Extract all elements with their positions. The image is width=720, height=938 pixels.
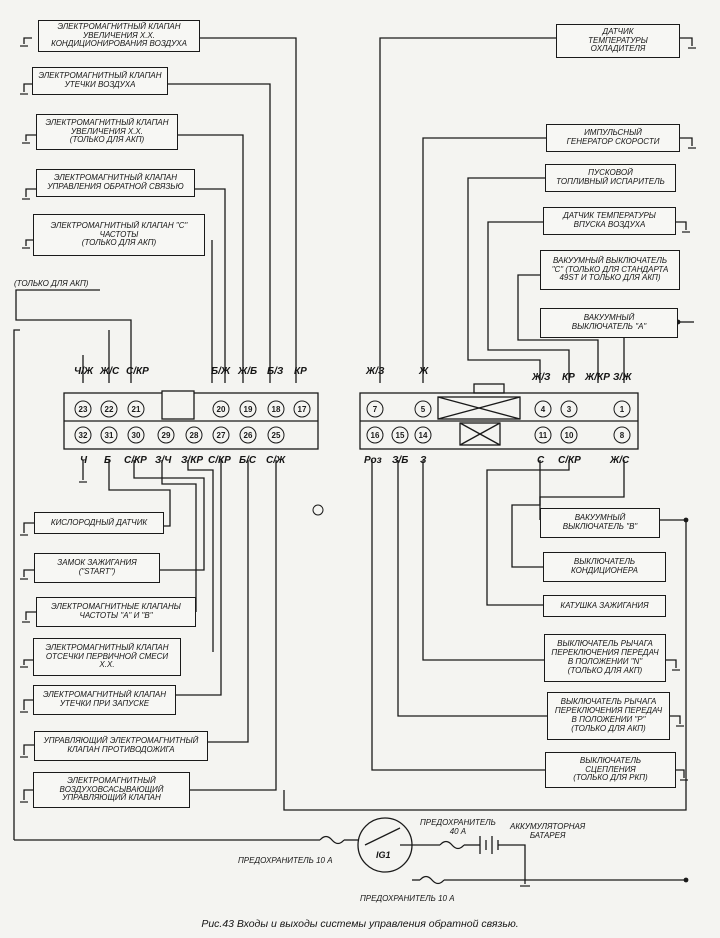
left-top-pin: 19 [244, 405, 253, 414]
fuse-40-label: ПРЕДОХРАНИТЕЛЬ 40 A [420, 818, 496, 836]
rc-bottom-label: С/КР [558, 455, 581, 466]
left-bottom-pin: 27 [217, 431, 226, 440]
left-bottom-pin: 32 [79, 431, 88, 440]
right-top-pin: 5 [421, 405, 426, 414]
air-leak-valve-box: ЭЛЕКТРОМАГНИТНЫЙ КЛАПАН УТЕЧКИ ВОЗДУХА [32, 67, 168, 95]
start-leak-valve-box: ЭЛЕКТРОМАГНИТНЫЙ КЛАПАН УТЕЧКИ ПРИ ЗАПУС… [33, 685, 176, 715]
freq-valve-c-box: ЭЛЕКТРОМАГНИТНЫЙ КЛАПАН "С" ЧАСТОТЫ (ТОЛ… [33, 214, 205, 256]
left-top-pin: 17 [298, 405, 307, 414]
battery-label: АККУМУЛЯТОРНАЯ БАТАРЕЯ [510, 822, 586, 840]
rc-bottom-label: Роз [364, 455, 382, 466]
ig1-label: IG1 [376, 850, 391, 860]
lc-top-label: С/КР [126, 366, 149, 377]
anti-afterburn-valve-box: УПРАВЛЯЮЩИЙ ЭЛЕКТРОМАГНИТНЫЙ КЛАПАН ПРОТ… [34, 731, 208, 761]
speed-pulse-generator-box: ИМПУЛЬСНЫЙ ГЕНЕРАТОР СКОРОСТИ [546, 124, 680, 152]
rc-bottom-label: С [537, 455, 545, 466]
left-top-pin: 23 [79, 405, 88, 414]
vacuum-switch-b-box: ВАКУУМНЫЙ ВЫКЛЮЧАТЕЛЬ "В" [540, 508, 660, 538]
right-bottom-pin: 16 [371, 431, 380, 440]
coolant-temp-sensor-box: ДАТЧИК ТЕМПЕРАТУРЫ ОХЛАДИТЕЛЯ [556, 24, 680, 58]
ignition-coil-box: КАТУШКА ЗАЖИГАНИЯ [543, 595, 666, 617]
right-top-pin: 4 [541, 405, 546, 414]
lc-bottom-label: Б/С [239, 455, 257, 466]
feedback-valve-box: ЭЛЕКТРОМАГНИТНЫЙ КЛАПАН УПРАВЛЕНИЯ ОБРАТ… [36, 169, 195, 197]
right-bottom-pin: 8 [620, 431, 625, 440]
lc-bottom-label: С/КР [124, 455, 147, 466]
right-bottom-pin: 11 [539, 431, 548, 440]
lc-bottom-label: С/КР [208, 455, 231, 466]
rc-top-label: Ж/КР [585, 372, 610, 383]
ignition-switch-box: ЗАМОК ЗАЖИГАНИЯ ("START") [34, 553, 160, 583]
right-top-pin: 3 [567, 405, 572, 414]
lc-bottom-label: Ч [80, 455, 88, 466]
left-bottom-pin: 31 [105, 431, 114, 440]
rc-top-label: Ж/З [366, 366, 385, 377]
lc-top-label: Б/Ж [211, 366, 231, 377]
akp-note: (ТОЛЬКО ДЛЯ АКП) [14, 279, 89, 288]
lc-top-label: КР [294, 366, 307, 377]
left-bottom-pin: 25 [272, 431, 281, 440]
lc-top-label: Б/З [267, 366, 284, 377]
rc-top-label: Ж/З [532, 372, 551, 383]
lc-top-label: Ж/С [100, 366, 120, 377]
left-bottom-pin: 29 [162, 431, 171, 440]
right-bottom-pin: 15 [396, 431, 405, 440]
left-bottom-pin: 30 [132, 431, 141, 440]
park-switch-box: ВЫКЛЮЧАТЕЛЬ РЫЧАГА ПЕРЕКЛЮЧЕНИЯ ПЕРЕДАЧ … [547, 692, 670, 740]
figure-caption: Рис.43 Входы и выходы системы управления… [201, 918, 519, 930]
ac-switch-box: ВЫКЛЮЧАТЕЛЬ КОНДИЦИОНЕРА [543, 552, 666, 582]
air-intake-valve-box: ЭЛЕКТРОМАГНИТНЫЙ ВОЗДУХОВСАСЫВАЮЩИЙ УПРА… [33, 772, 190, 808]
lc-bottom-label: З/Ч [155, 455, 172, 466]
vacuum-switch-c-box: ВАКУУМНЫЙ ВЫКЛЮЧАТЕЛЬ "С" (ТОЛЬКО ДЛЯ СТ… [540, 250, 680, 290]
fuse-10-label-b: ПРЕДОХРАНИТЕЛЬ 10 A [360, 894, 455, 903]
idle-up-valve-box: ЭЛЕКТРОМАГНИТНЫЙ КЛАПАН УВЕЛИЧЕНИЯ Х.Х. … [36, 114, 178, 150]
fuse-10-label-a: ПРЕДОХРАНИТЕЛЬ 10 A [238, 856, 333, 865]
rc-top-label: З/Ж [613, 372, 632, 383]
ac-idle-valve-box: ЭЛЕКТРОМАГНИТНЫЙ КЛАПАН УВЕЛИЧЕНИЯ Х.Х. … [38, 20, 200, 52]
lc-bottom-label: З/КР [181, 455, 204, 466]
right-bottom-pin: 14 [419, 431, 428, 440]
right-bottom-pin: 10 [565, 431, 574, 440]
intake-air-temp-sensor-box: ДАТЧИК ТЕМПЕРАТУРЫ ВПУСКА ВОЗДУХА [543, 207, 676, 235]
oxygen-sensor-box: КИСЛОРОДНЫЙ ДАТЧИК [34, 512, 164, 534]
left-top-pin: 21 [132, 405, 141, 414]
freq-valves-ab-box: ЭЛЕКТРОМАГНИТНЫЕ КЛАПАНЫ ЧАСТОТЫ "А" И "… [36, 597, 196, 627]
right-top-pin: 7 [373, 405, 378, 414]
rc-top-label: Ж [419, 366, 429, 377]
right-top-pin: 1 [620, 405, 625, 414]
lc-top-label: Ч/Ж [74, 366, 94, 377]
primary-cutoff-valve-box: ЭЛЕКТРОМАГНИТНЫЙ КЛАПАН ОТСЕЧКИ ПЕРВИЧНО… [33, 638, 181, 676]
lc-top-label: Ж/Б [238, 366, 258, 377]
rc-bottom-label: З [420, 455, 427, 466]
neutral-switch-box: ВЫКЛЮЧАТЕЛЬ РЫЧАГА ПЕРЕКЛЮЧЕНИЯ ПЕРЕДАЧ … [544, 634, 666, 682]
rc-top-label: КР [562, 372, 575, 383]
start-fuel-evaporator-box: ПУСКОВОЙ ТОПЛИВНЫЙ ИСПАРИТЕЛЬ [545, 164, 676, 192]
left-top-pin: 18 [272, 405, 281, 414]
lc-bottom-label: Б [104, 455, 112, 466]
left-bottom-pin: 28 [190, 431, 199, 440]
rc-bottom-label: Ж/С [610, 455, 630, 466]
vacuum-switch-a-box: ВАКУУМНЫЙ ВЫКЛЮЧАТЕЛЬ "А" [540, 308, 678, 338]
lc-bottom-label: С/Ж [266, 455, 286, 466]
left-top-pin: 20 [217, 405, 226, 414]
clutch-switch-box: ВЫКЛЮЧАТЕЛЬ СЦЕПЛЕНИЯ (ТОЛЬКО ДЛЯ РКП) [545, 752, 676, 788]
rc-bottom-label: З/Б [392, 455, 409, 466]
left-top-pin: 22 [105, 405, 114, 414]
left-bottom-pin: 26 [244, 431, 253, 440]
